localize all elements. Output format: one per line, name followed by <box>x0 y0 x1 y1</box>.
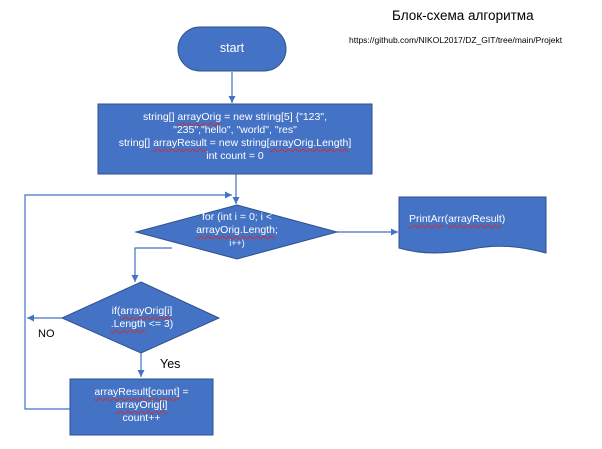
no-branch-label: NO <box>38 328 55 340</box>
condition-line-1: if(arrayOrig[i] <box>111 305 173 317</box>
output-document-shape <box>398 196 547 254</box>
yes-branch-label: Yes <box>160 357 181 371</box>
assign-line-2: arrayOrig[i] <box>115 399 168 411</box>
diagram-title: Блок-схема алгоритма <box>392 8 534 23</box>
connector-loop-to-condition <box>131 247 172 282</box>
init-line-2: "235","hello", "world", "res" <box>173 124 297 136</box>
loop-line-2: arrayOrig.Length; <box>196 224 278 236</box>
init-process-box <box>97 103 373 175</box>
init-line-3: string[] arrayResult = new string[arrayO… <box>118 137 352 149</box>
assign-text: arrayResult[count] = arrayOrig[i] count+… <box>70 386 213 425</box>
condition-text: if(arrayOrig[i] .Length <= 3) <box>90 305 194 331</box>
start-label: start <box>219 41 245 55</box>
start-terminator <box>177 26 287 72</box>
assign-process-box <box>69 378 214 436</box>
output-text: PrintArr(arrayResult) <box>409 213 506 225</box>
condition-line-2: .Length <= 3) <box>110 318 174 330</box>
loop-line-1: for (int i = 0; i < <box>201 211 273 223</box>
init-line-1: string[] arrayOrig = new string[5] {"123… <box>142 111 327 123</box>
assign-line-3: count++ <box>122 412 161 424</box>
repository-url: https://github.com/NIKOL2017/DZ_GIT/tree… <box>349 35 563 45</box>
loop-text: for (int i = 0; i < arrayOrig.Length; i+… <box>166 211 308 250</box>
connector-assign-loopback <box>24 191 232 410</box>
assign-line-1: arrayResult[count] = <box>94 386 189 398</box>
loop-decision-diamond <box>134 204 339 260</box>
init-line-4: int count = 0 <box>206 150 264 162</box>
condition-decision-diamond <box>60 281 221 354</box>
init-process-text: string[] arrayOrig = new string[5] {"123… <box>98 111 372 163</box>
loop-line-3: i++) <box>229 238 245 248</box>
